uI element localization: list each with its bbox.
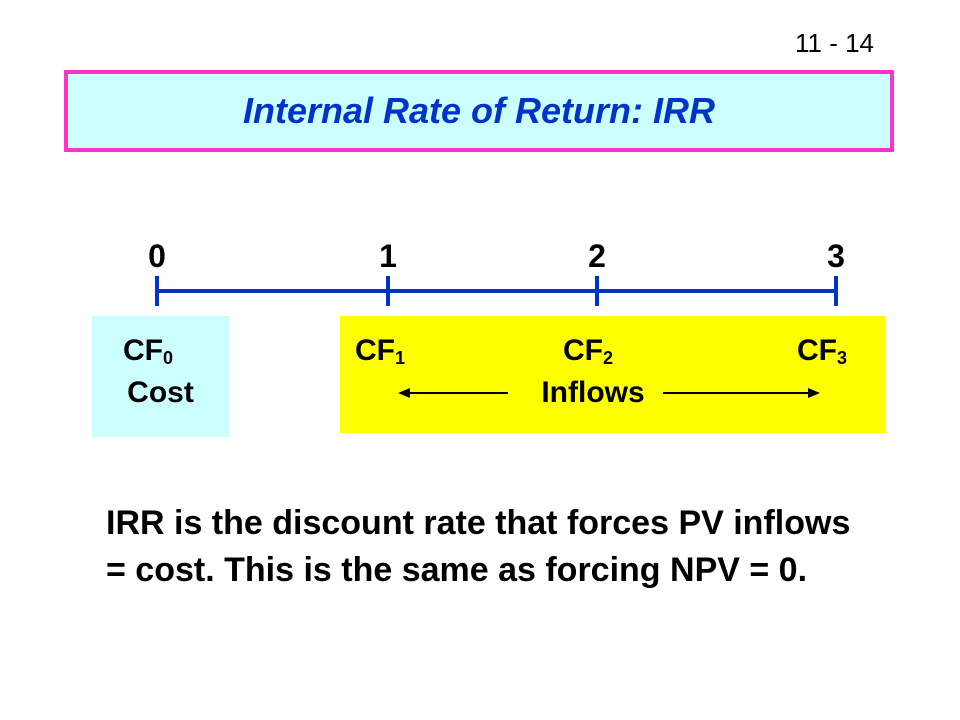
cf3-base: CF	[797, 334, 837, 367]
cf2-base: CF	[563, 334, 603, 367]
cf2-sub: 2	[603, 348, 614, 368]
left-arrow-head	[398, 388, 410, 398]
cf0-base: CF	[123, 334, 163, 367]
cf0-label: CF0	[123, 334, 173, 369]
title-box: Internal Rate of Return: IRR	[64, 70, 894, 152]
slide-number: 11 - 14	[794, 28, 874, 58]
cost-box: CF0 Cost	[92, 316, 229, 437]
page-title: Internal Rate of Return: IRR	[242, 90, 716, 131]
inflows-arrows	[398, 388, 820, 398]
inflow-box: CF1 CF2 CF3 Inflows	[340, 316, 885, 433]
right-arrow-head	[808, 388, 820, 398]
cf3-label: CF3	[797, 334, 847, 369]
cf2-label: CF2	[563, 334, 613, 369]
cost-label: Cost	[127, 376, 194, 409]
inflows-label: Inflows	[541, 376, 645, 409]
timeline-label-1: 1	[379, 238, 397, 274]
body-text: IRR is the discount rate that forces PV …	[106, 504, 851, 589]
cf1-sub: 1	[395, 348, 406, 368]
cf0-sub: 0	[163, 348, 174, 368]
timeline-label-0: 0	[148, 238, 166, 274]
cf1-label: CF1	[355, 334, 405, 369]
timeline-label-2: 2	[588, 238, 606, 274]
timeline-label-3: 3	[827, 238, 845, 274]
cf1-base: CF	[355, 334, 395, 367]
cf3-sub: 3	[837, 348, 848, 368]
